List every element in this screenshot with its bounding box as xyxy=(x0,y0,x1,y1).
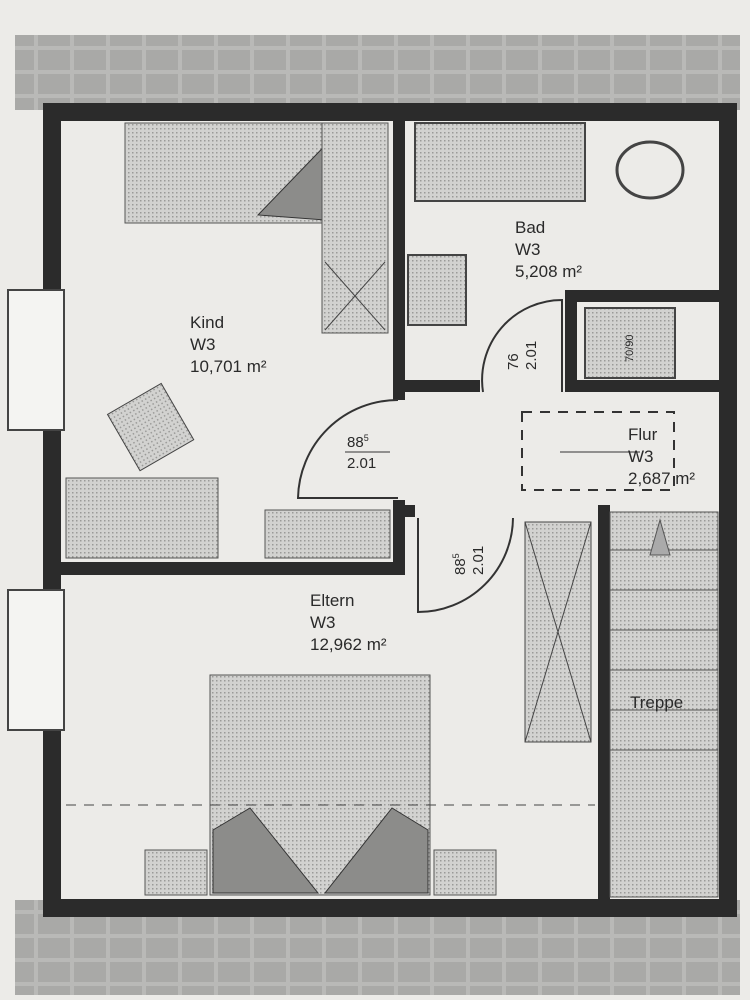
room-area-kind: 10,701 m² xyxy=(190,357,267,376)
wardrobe-kind xyxy=(321,122,389,334)
staircase[interactable] xyxy=(609,511,719,898)
room-name-bad: Bad xyxy=(515,218,545,237)
room-name-flur: Flur xyxy=(628,425,658,444)
shelf-kind xyxy=(264,509,391,559)
door-height-eltern: 2.01 xyxy=(470,546,487,575)
toilet xyxy=(615,140,685,200)
room-name-eltern: Eltern xyxy=(310,591,354,610)
roof-tiles-top xyxy=(15,35,740,110)
interior-walls xyxy=(61,115,725,900)
door-kind[interactable] xyxy=(296,399,399,499)
door-height-bad: 2.01 xyxy=(523,341,540,370)
room-type-eltern: W3 xyxy=(310,613,336,632)
door-width-bad: 76 xyxy=(505,353,522,370)
chair xyxy=(106,382,195,472)
shower-size: 70/90 xyxy=(624,334,636,362)
attic-hatch xyxy=(521,411,675,491)
room-type-flur: W3 xyxy=(628,447,654,466)
bed-eltern xyxy=(144,674,497,896)
room-area-eltern: 12,962 m² xyxy=(310,635,387,654)
bathtub xyxy=(414,122,586,202)
room-type-bad: W3 xyxy=(515,240,541,259)
door-width-kind: 885 xyxy=(347,433,369,451)
room-area-flur: 2,687 m² xyxy=(628,469,695,488)
room-type-kind: W3 xyxy=(190,335,216,354)
door-width-eltern: 885 xyxy=(451,553,469,575)
room-name-kind: Kind xyxy=(190,313,224,332)
door-height-kind: 2.01 xyxy=(347,455,376,472)
door-eltern[interactable] xyxy=(417,517,514,614)
windows xyxy=(7,289,65,731)
sink xyxy=(407,254,467,326)
desk xyxy=(65,477,219,559)
shower xyxy=(584,307,676,379)
outer-wall xyxy=(43,103,737,917)
room-area-bad: 5,208 m² xyxy=(515,262,582,281)
room-name-treppe: Treppe xyxy=(630,693,683,712)
door-bad[interactable] xyxy=(481,298,563,393)
